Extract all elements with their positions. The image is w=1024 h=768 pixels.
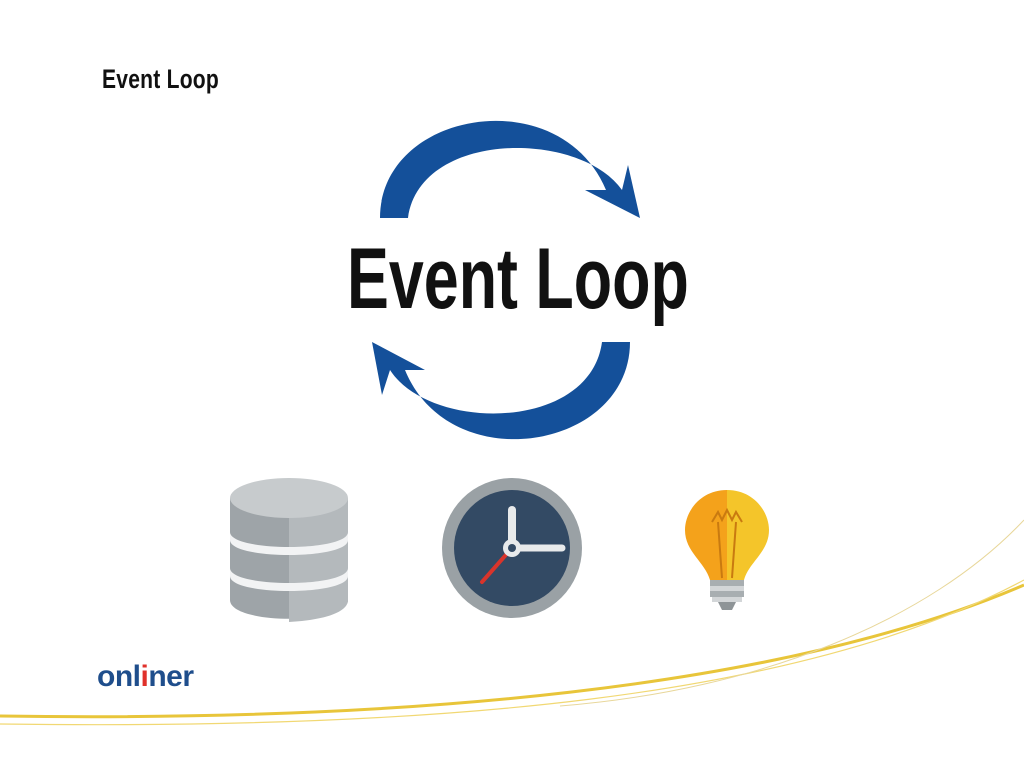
clock-icon xyxy=(442,478,582,618)
logo-text-part1: onl xyxy=(97,660,141,693)
slide-title: Event Loop xyxy=(102,64,219,94)
light-bulb-icon xyxy=(685,490,769,610)
logo-text-part2: ner xyxy=(148,660,194,693)
database-icon xyxy=(230,478,348,622)
bottom-arrow-icon xyxy=(372,342,630,440)
center-label: Event Loop xyxy=(347,231,689,327)
logo-text-accent: i xyxy=(140,660,149,693)
top-arrow-icon xyxy=(380,120,640,218)
onliner-logo: onliner xyxy=(97,660,194,694)
